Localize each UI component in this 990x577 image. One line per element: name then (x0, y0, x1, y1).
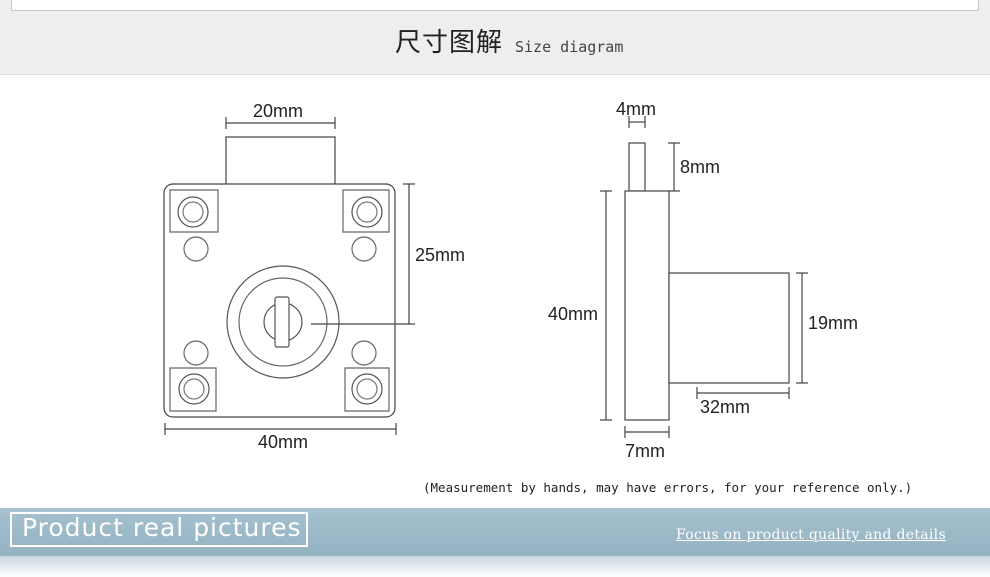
side-body (624, 190, 670, 421)
header-frame (11, 0, 979, 11)
screw-hole-top-right (351, 196, 383, 228)
measurement-note: (Measurement by hands, may have errors, … (423, 480, 913, 495)
screw-hole-bottom-left (178, 373, 210, 405)
section-title-en: Size diagram (515, 38, 624, 56)
label-cylinder-length: 32mm (700, 397, 750, 417)
label-bolt-height: 8mm (680, 157, 720, 177)
screw-hole-top-left-inner (182, 201, 204, 223)
bolt-top (225, 136, 336, 188)
banner-shadow (0, 556, 990, 577)
mount-hole-lower-right (351, 340, 377, 366)
screw-hole-top-left (177, 196, 209, 228)
mount-hole-upper-right (351, 236, 377, 262)
label-body-depth: 7mm (625, 441, 665, 461)
label-body-height: 40mm (548, 304, 598, 324)
key-cylinder-outer (226, 265, 340, 379)
keyway-slot (274, 296, 290, 348)
side-cylinder (668, 272, 790, 384)
key-cylinder-ring (238, 277, 328, 367)
banner-title: Product real pictures (22, 513, 302, 542)
label-height-side: 25mm (415, 245, 465, 265)
label-bolt-width: 4mm (616, 99, 656, 119)
section-header (0, 0, 990, 75)
side-bolt (628, 142, 646, 192)
screw-hole-bottom-right (351, 373, 383, 405)
section-title-zh: 尺寸图解 (395, 28, 504, 58)
label-top-width: 20mm (253, 101, 303, 121)
screw-hole-top-right-inner (356, 201, 378, 223)
mount-hole-upper-left (183, 236, 209, 262)
plate-corner-tabs (169, 189, 390, 412)
label-bottom-width: 40mm (258, 432, 308, 452)
section-banner (0, 508, 990, 556)
screw-hole-bottom-left-inner (183, 378, 205, 400)
banner-title-frame (10, 512, 308, 547)
screw-hole-bottom-right-inner (356, 378, 378, 400)
banner-link[interactable]: Focus on product quality and details (676, 527, 946, 543)
label-cylinder-height: 19mm (808, 313, 858, 333)
mount-hole-lower-left (183, 340, 209, 366)
